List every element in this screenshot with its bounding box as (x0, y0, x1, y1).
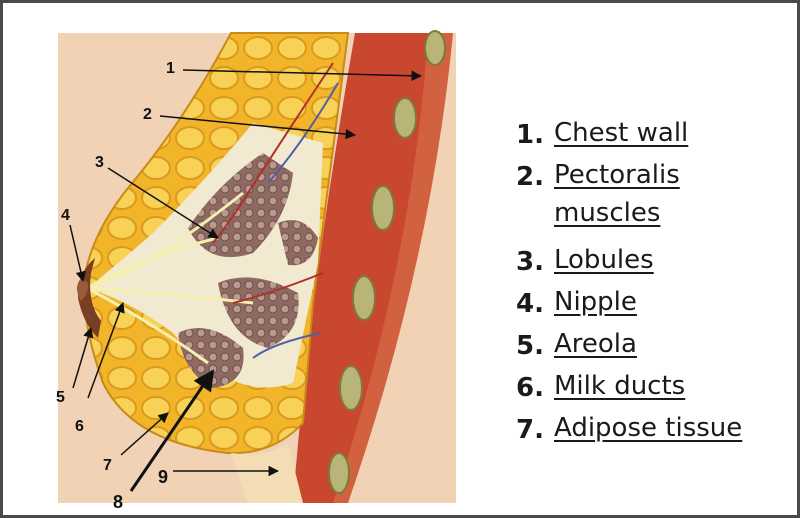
legend-item: 4. Nipple (516, 289, 796, 317)
legend-number: 3. (516, 247, 554, 275)
legend-number: 1. (516, 120, 554, 148)
marker-6: 6 (75, 419, 84, 435)
legend-number: 4. (516, 289, 554, 317)
legend-term-areola: Areola (554, 331, 637, 357)
legend-number: 6. (516, 373, 554, 401)
legend-term-pectoralis-muscles: Pectoralis muscles (554, 156, 704, 233)
legend-list: 1. Chest wall 2. Pectoralis muscles 3. L… (516, 120, 796, 443)
marker-4: 4 (61, 208, 70, 224)
legend-term-adipose-tissue: Adipose tissue (554, 415, 742, 441)
legend-term-milk-ducts: Milk ducts (554, 373, 685, 399)
anatomy-drawing (3, 3, 483, 515)
marker-1: 1 (166, 61, 175, 77)
marker-8: 8 (113, 493, 123, 511)
breast-anatomy-illustration: 1 2 3 4 5 6 7 8 9 (3, 3, 483, 515)
marker-3: 3 (95, 155, 104, 171)
legend-term-lobules: Lobules (554, 247, 654, 273)
marker-7: 7 (103, 458, 112, 474)
legend-number: 7. (516, 415, 554, 443)
legend-term-chest-wall: Chest wall (554, 120, 688, 146)
legend-item: 7. Adipose tissue (516, 415, 796, 443)
legend-item: 2. Pectoralis muscles (516, 162, 796, 233)
legend-item: 6. Milk ducts (516, 373, 796, 401)
marker-2: 2 (143, 107, 152, 123)
legend-term-nipple: Nipple (554, 289, 637, 315)
legend-item: 3. Lobules (516, 247, 796, 275)
marker-9: 9 (158, 468, 168, 486)
marker-5: 5 (56, 390, 65, 406)
legend-number: 5. (516, 331, 554, 359)
legend-item: 1. Chest wall (516, 120, 796, 148)
anatomy-legend: 1. Chest wall 2. Pectoralis muscles 3. L… (516, 120, 796, 473)
legend-item: 5. Areola (516, 331, 796, 359)
legend-number: 2. (516, 162, 554, 190)
